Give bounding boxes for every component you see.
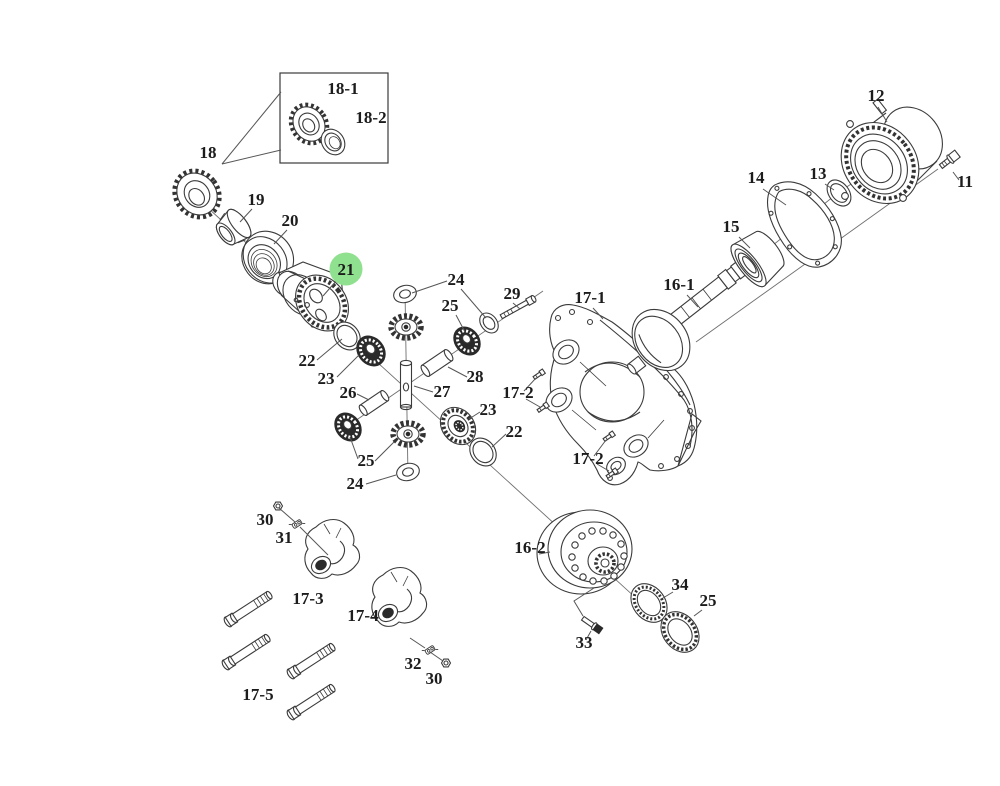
part-label-16-2: 16-2 — [514, 538, 545, 557]
part-16-1-bevel-pinion — [627, 256, 754, 375]
part-label-29: 29 — [504, 284, 521, 303]
part-label-22-right: 22 — [506, 422, 523, 441]
inset-box — [279, 72, 389, 164]
part-label-27: 27 — [434, 382, 452, 401]
part-label-17-4: 17-4 — [347, 606, 379, 625]
part-27-cross-pin — [399, 359, 413, 411]
part-label-28: 28 — [467, 367, 484, 386]
part-label-19: 19 — [248, 190, 265, 209]
part-24-bottom-thrust-washer — [396, 462, 420, 482]
part-label-21[interactable]: 21 — [338, 260, 355, 279]
part-label-18: 18 — [200, 143, 217, 162]
part-24-washer — [479, 312, 499, 334]
part-label-25-bottom: 25 — [358, 451, 375, 470]
part-23-left-side-gear — [356, 335, 386, 367]
part-29-bolt — [499, 294, 537, 320]
part-18-2-seal-ring — [320, 128, 346, 156]
part-label-17-2-upper: 17-2 — [502, 383, 533, 402]
part-25-left-spider-gear — [334, 412, 362, 442]
part-label-16-1: 16-1 — [663, 275, 694, 294]
part-label-12: 12 — [868, 86, 885, 105]
part-21-highlight[interactable] — [329, 252, 363, 286]
part-label-17-1: 17-1 — [574, 288, 605, 307]
part-32-lock-washer — [421, 642, 439, 658]
part-15-taper-bearing — [730, 230, 785, 288]
part-24-top-thrust-washer — [393, 284, 417, 304]
part-label-23-left: 23 — [318, 369, 335, 388]
part-label-23-right: 23 — [480, 400, 497, 419]
part-label-34: 34 — [672, 575, 690, 594]
part-label-17-5: 17-5 — [242, 685, 273, 704]
part-17-4-bearing-cap — [371, 566, 428, 627]
part-label-25-right: 25 — [700, 591, 717, 610]
part-34-bearing — [630, 583, 668, 623]
part-label-15: 15 — [723, 217, 740, 236]
part-label-18-1: 18-1 — [327, 79, 358, 98]
part-label-31: 31 — [276, 528, 293, 547]
part-label-25-top: 25 — [442, 296, 459, 315]
part-label-24-bottom: 24 — [347, 474, 365, 493]
part-label-30-bottom: 30 — [426, 669, 443, 688]
part-26-pinion-shaft — [358, 389, 390, 417]
part-label-17-3: 17-3 — [292, 589, 323, 608]
part-25-upper-right-spider-gear — [453, 326, 481, 356]
part-33-bolt — [573, 587, 604, 635]
part-label-24-top: 24 — [448, 270, 466, 289]
part-label-33: 33 — [576, 633, 593, 652]
part-labels: 18-1 18-2 18 19 20 21 22 23 24 25 29 26 … — [200, 79, 974, 704]
part-25-right-lock-ring — [660, 611, 700, 653]
part-21-differential-case[interactable] — [268, 261, 359, 341]
part-label-11: 11 — [957, 172, 973, 191]
part-30-bottom-nut — [440, 658, 452, 668]
part-16-2-flange-drum — [536, 509, 633, 595]
part-label-22-left: 22 — [299, 351, 316, 370]
part-30-top-nut — [272, 501, 284, 511]
part-14-gasket — [766, 181, 842, 268]
part-11-bolt — [938, 149, 961, 170]
part-18-bearing — [172, 168, 222, 220]
part-12-bearing-cage — [840, 98, 943, 205]
part-label-13: 13 — [810, 164, 827, 183]
part-25-bottom-spider-gear — [390, 420, 426, 448]
leader-lines — [221, 91, 960, 662]
part-23-right-side-gear — [439, 406, 477, 446]
part-label-14: 14 — [748, 168, 766, 187]
part-19-bearing-cone — [215, 208, 252, 246]
part-label-18-2: 18-2 — [355, 108, 386, 127]
part-22-right-snap-ring — [469, 437, 497, 467]
part-17-5-bolts — [220, 588, 338, 722]
part-label-30-top: 30 — [257, 510, 274, 529]
part-label-20: 20 — [282, 211, 299, 230]
part-25-top-spider-gear — [388, 313, 424, 341]
part-28-pinion-shaft — [420, 349, 454, 377]
part-17-3-bearing-cap — [304, 518, 361, 579]
part-label-26: 26 — [340, 383, 357, 402]
part-label-17-2-lower: 17-2 — [572, 449, 603, 468]
highlight-circle[interactable] — [329, 252, 363, 286]
part-label-32: 32 — [405, 654, 422, 673]
